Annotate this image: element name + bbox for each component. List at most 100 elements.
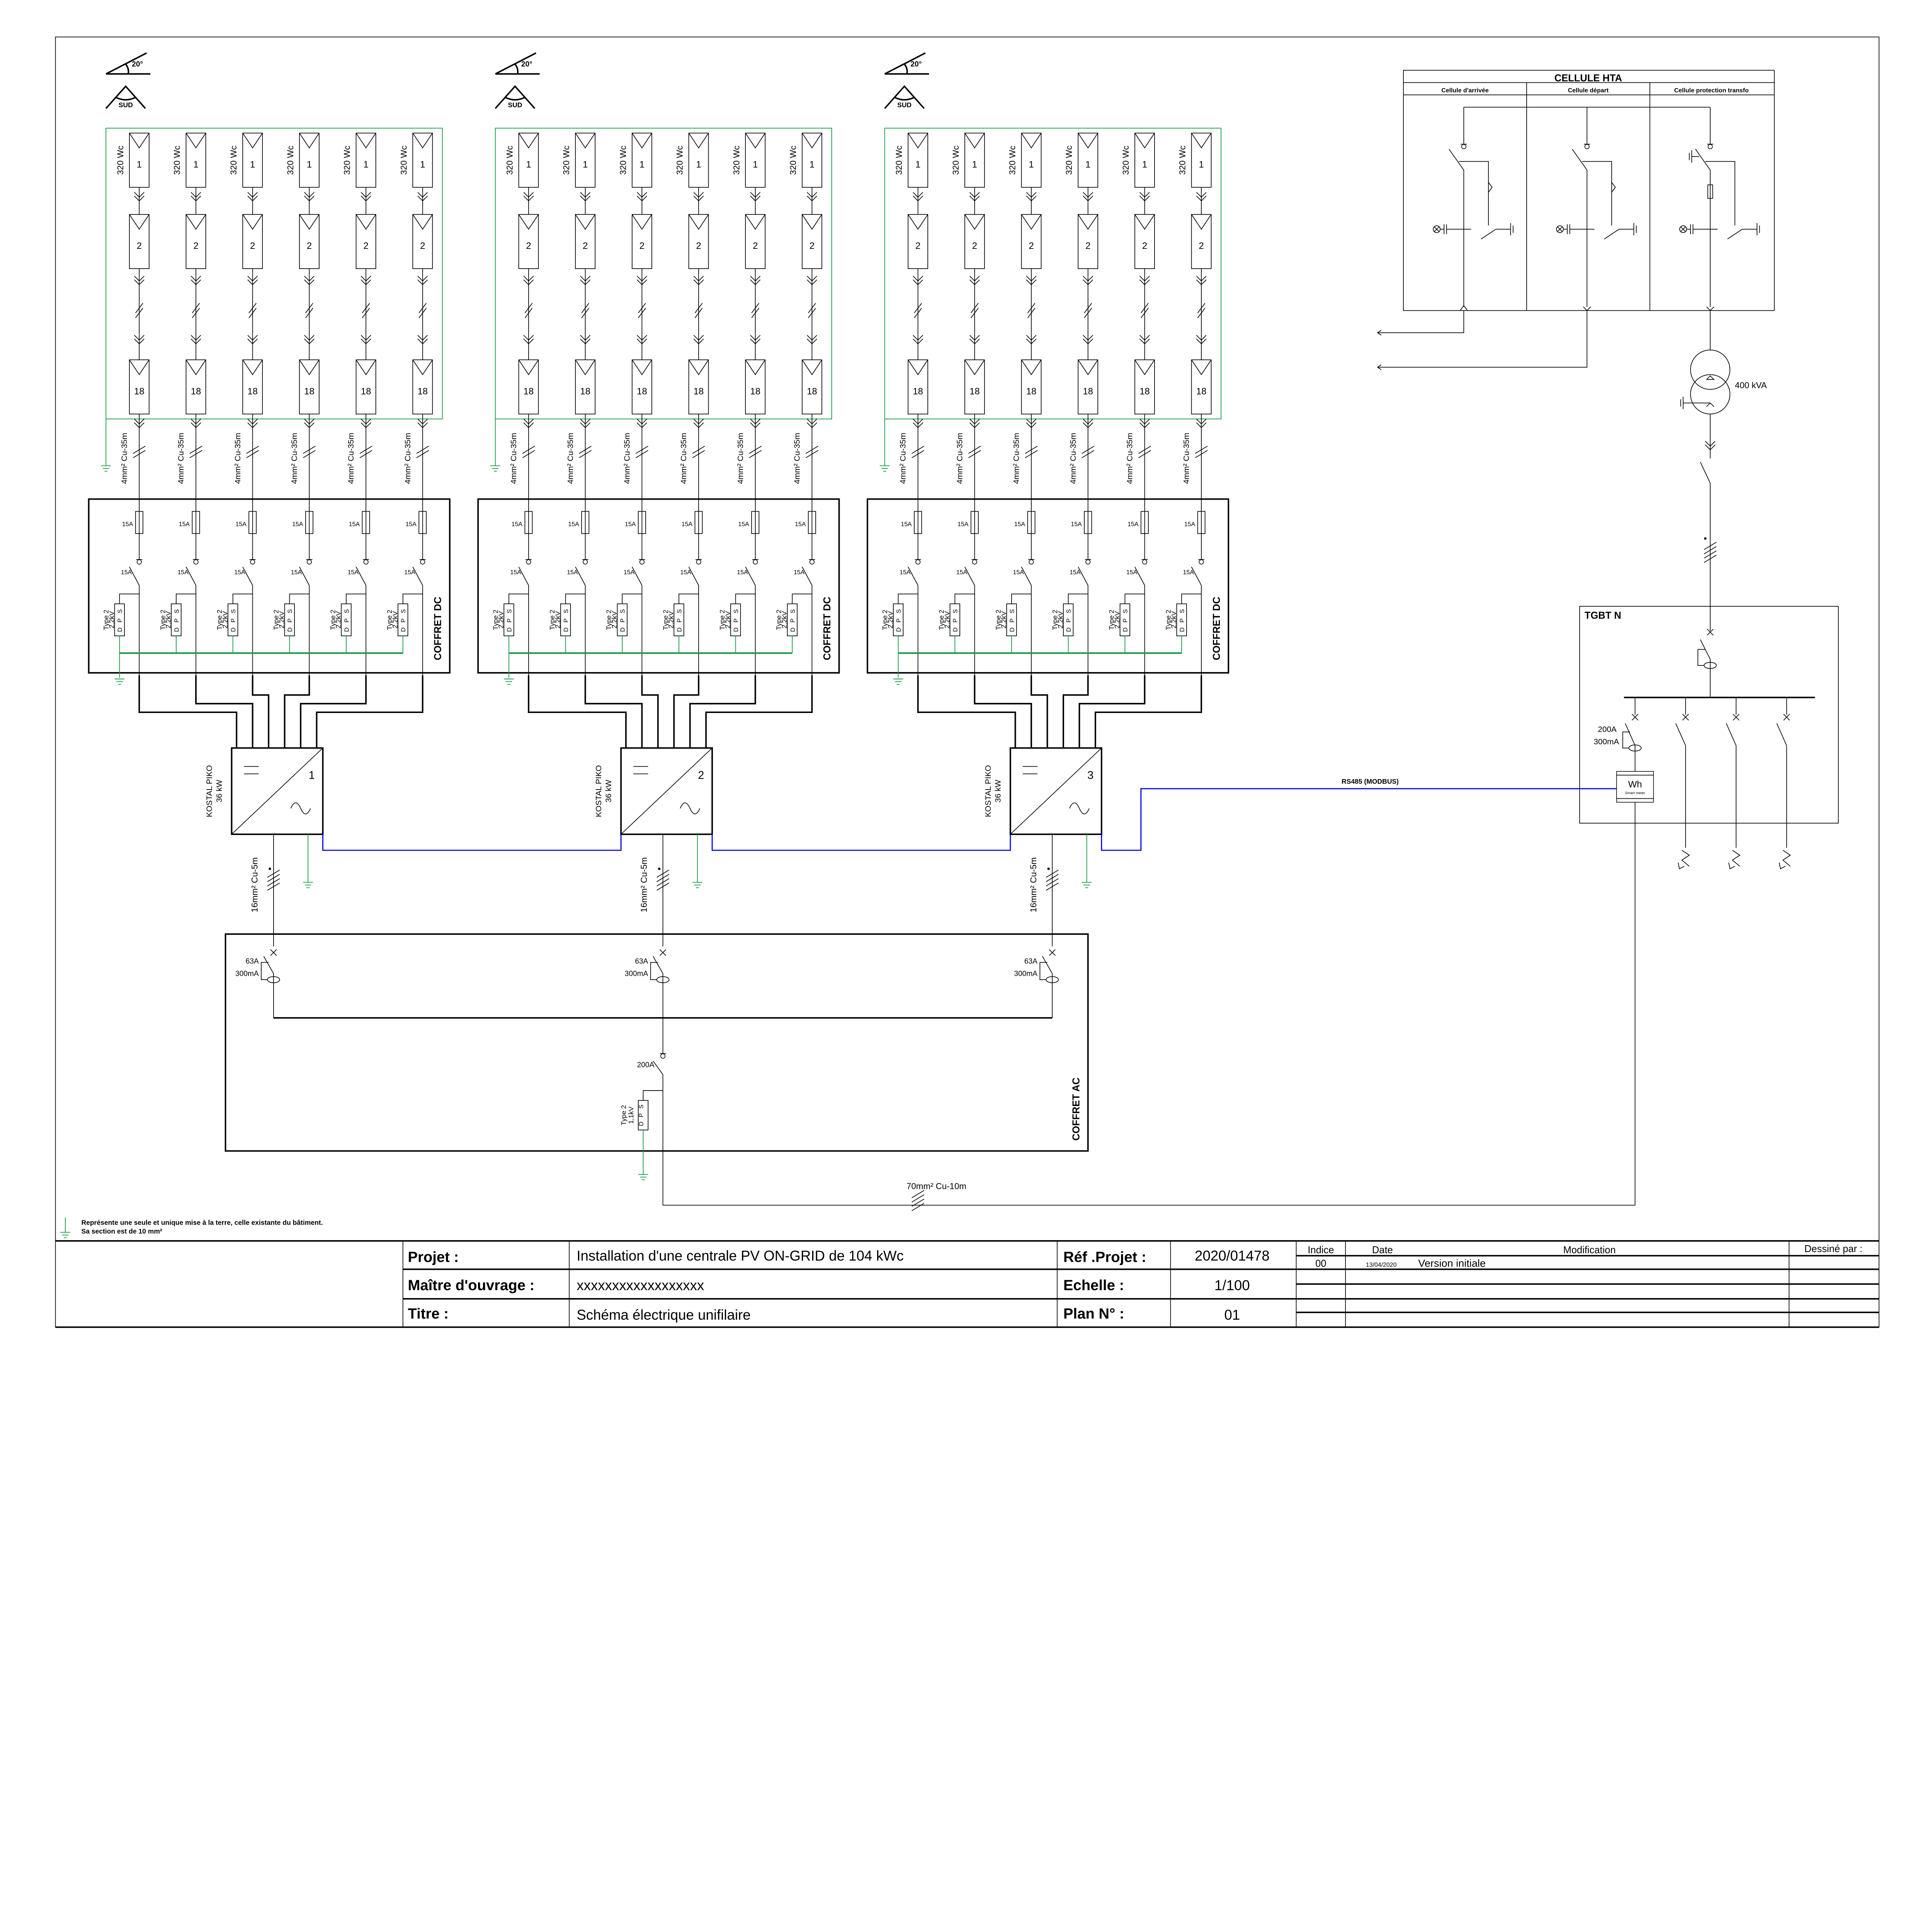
transformer-icon [1680, 349, 1730, 415]
dc-cable-label: 4mm² Cu-35m [955, 433, 964, 484]
dc-inverter-wire [528, 675, 627, 748]
chevron [1083, 339, 1094, 344]
chevron [134, 276, 145, 282]
pv-module-number: 1 [307, 160, 312, 170]
pv-module-icon [745, 214, 765, 230]
pv-module: 18 [964, 359, 985, 415]
tilt-arc [904, 63, 908, 74]
hta-outgoing-cable [1378, 310, 1588, 368]
chevron [1026, 419, 1037, 425]
chevron [190, 192, 201, 198]
spd-letter: D [344, 628, 350, 632]
connector-icon [580, 419, 591, 428]
hatch [912, 1190, 925, 1198]
x [1631, 714, 1639, 721]
string-break [914, 303, 922, 313]
connector-icon [523, 335, 534, 344]
connector-icon [523, 276, 534, 285]
chevron [190, 276, 201, 282]
spd-letter: S [790, 609, 796, 613]
chevron [807, 335, 817, 341]
spd-type: Type 2 [492, 610, 499, 630]
contact [1029, 559, 1034, 565]
hta-link [1582, 161, 1612, 226]
ground-icon [60, 1232, 70, 1238]
pv-module-number: 2 [250, 241, 255, 251]
dc-switch-blade [242, 567, 253, 586]
pv-module-number: 1 [250, 160, 255, 170]
dc-switch-blade [518, 567, 529, 586]
spd-voltage: 2,2kV [724, 611, 731, 628]
hatch [189, 446, 202, 454]
chevron [636, 419, 647, 425]
pv-module: 1 [242, 133, 263, 188]
hatch [1082, 446, 1095, 454]
scale-value: 1/100 [1214, 1278, 1250, 1293]
dc-fuse-rating: 15A [512, 521, 523, 528]
contact [193, 559, 199, 565]
breaker-trip-icon [1682, 714, 1689, 721]
hatch [806, 446, 818, 454]
cable-dot [1047, 867, 1050, 870]
pv-module-icon [688, 359, 709, 375]
pv-module-icon [1021, 214, 1042, 230]
connector-icon [190, 276, 201, 285]
pv-module: 1 [1191, 133, 1212, 188]
load-arrow-icon [1782, 850, 1791, 867]
scale-label: Echelle : [1063, 1277, 1124, 1294]
spd-letter: D [173, 628, 180, 632]
pv-module: 1 [1134, 133, 1155, 188]
spd-letter: D [1122, 628, 1129, 632]
pv-module-number: 1 [1029, 160, 1034, 170]
string-break [751, 303, 759, 313]
hatch [749, 450, 762, 458]
pv-module: 2 [964, 214, 985, 269]
pv-module-power: 320 Wc [894, 146, 904, 175]
spd-letter: D [733, 628, 740, 632]
dc-switch-rating: 15A [348, 569, 359, 576]
hta-fuse [1707, 184, 1713, 199]
spd-letter: S [230, 609, 237, 613]
connector-icon [750, 192, 761, 202]
chevron [1196, 276, 1207, 282]
dc-switch-rating: 15A [956, 569, 968, 576]
legend-line-2: Sa section est de 10 mm² [81, 1227, 162, 1235]
main-breaker-blade [1700, 639, 1711, 660]
pv-module-icon [242, 133, 263, 149]
chevron [361, 279, 371, 285]
connector-icon [750, 276, 761, 285]
spd-wire [1181, 594, 1202, 604]
dc-switch-rating: 15A [404, 569, 415, 576]
pv-module-icon [412, 214, 433, 230]
string-break [1197, 308, 1206, 318]
chevron [190, 339, 201, 344]
tilt-arc [125, 63, 129, 74]
contact [1142, 559, 1147, 565]
hta-cellule-2 [1556, 107, 1637, 311]
pv-module-power: 320 Wc [1121, 146, 1131, 175]
disconnector-icon [971, 559, 978, 565]
rcd-link [1039, 962, 1048, 980]
cable-hatch-icon [912, 446, 925, 458]
hta-switch-blade [1695, 149, 1711, 170]
spd-voltage: 2,2kV [1113, 611, 1121, 628]
dc-switch-blade [1078, 567, 1088, 586]
pv-module-number: 2 [753, 241, 758, 251]
hatch [656, 874, 669, 882]
dc-switch-rating: 15A [567, 569, 578, 576]
pv-module-number: 1 [193, 160, 198, 170]
contact [1199, 559, 1204, 565]
chevron [1139, 339, 1150, 344]
chevron [969, 419, 980, 425]
chevron [1139, 419, 1150, 425]
cable-hatch-icon [303, 446, 316, 458]
pv-module-icon [129, 133, 150, 149]
hatch [806, 450, 818, 458]
pv-module-number: 2 [583, 241, 588, 251]
pv-module-icon [1134, 214, 1155, 230]
dc-switch-blade [185, 567, 196, 586]
chevron [361, 276, 371, 282]
